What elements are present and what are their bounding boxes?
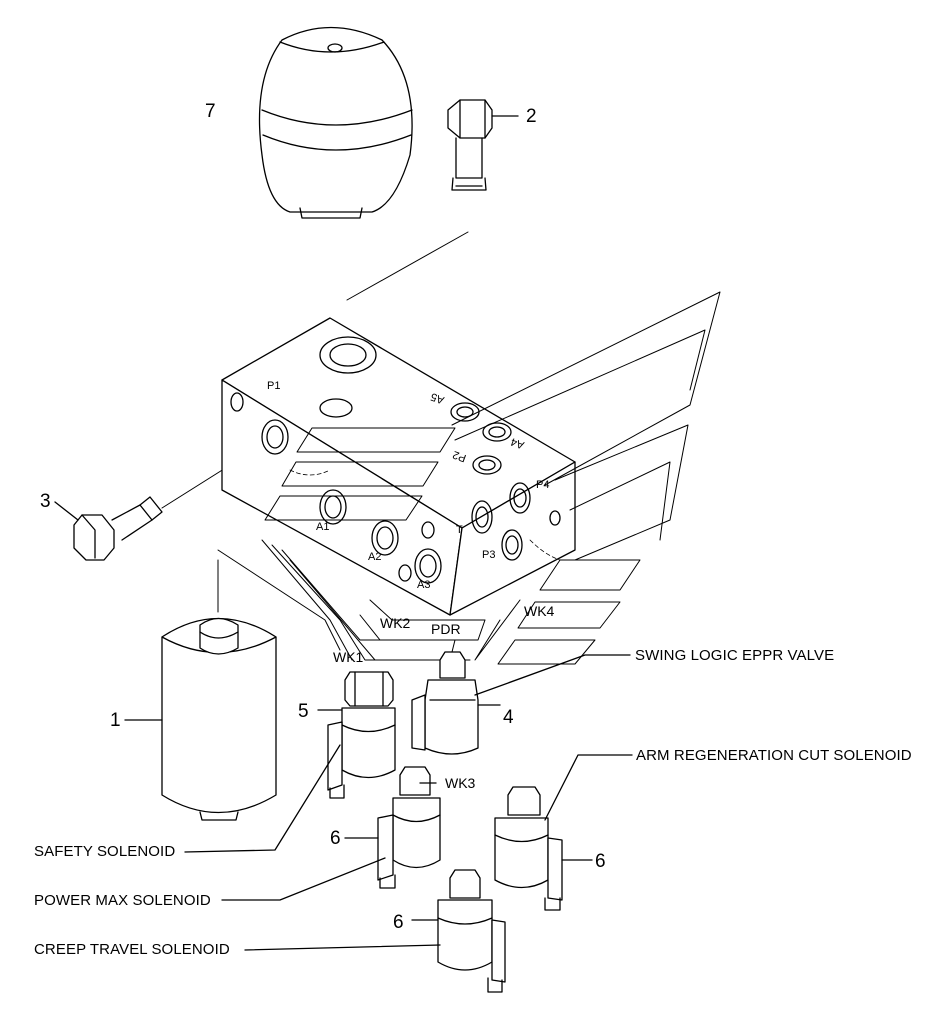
solenoid-part-6-right [494, 754, 633, 911]
solenoid-part-6-middle [221, 766, 441, 901]
callout-part-3: 3 [40, 491, 51, 512]
plug-part-2 [447, 99, 519, 191]
callout-part-2: 2 [526, 106, 537, 127]
slot-label-wk1: WK1 [333, 649, 364, 665]
callout-part-6-right: 6 [595, 851, 606, 872]
label-safety-solenoid: SAFETY SOLENOID [34, 843, 176, 860]
accumulator-part-7 [258, 26, 413, 219]
slot-label-wk4: WK4 [524, 603, 555, 619]
canister-part-1 [124, 559, 277, 821]
label-arm-regeneration-cut-solenoid: ARM REGENERATION CUT SOLENOID [636, 747, 912, 764]
callout-part-6-bottom: 6 [393, 912, 404, 933]
solenoid-part-6-bottom [244, 869, 506, 993]
port-label-p3: P3 [482, 549, 496, 561]
eppr-valve-part-4 [411, 651, 631, 755]
port-label-a1: A1 [316, 521, 330, 533]
port-label-p4: P4 [536, 479, 550, 491]
callout-part-1: 1 [110, 710, 121, 731]
port-label-p1: P1 [267, 380, 281, 392]
label-power-max-solenoid: POWER MAX SOLENOID [34, 892, 211, 909]
callout-part-4: 4 [503, 707, 514, 728]
callout-part-7: 7 [205, 101, 216, 122]
label-swing-logic-eppr-valve: SWING LOGIC EPPR VALVE [635, 647, 835, 664]
slot-label-wk3: WK3 [445, 775, 476, 791]
label-creep-travel-solenoid: CREEP TRAVEL SOLENOID [34, 941, 230, 958]
slot-label-wk2: WK2 [380, 615, 411, 631]
port-label-a2: A2 [368, 551, 382, 563]
valve-block [221, 317, 576, 616]
slot-label-pdr: PDR [431, 621, 461, 637]
port-label-t: T [456, 524, 463, 536]
solenoid-slot-guides [217, 291, 721, 665]
solenoid-part-5 [184, 671, 396, 853]
callout-part-6-middle: 6 [330, 828, 341, 849]
callout-part-5: 5 [298, 701, 309, 722]
port-label-a3: A3 [417, 579, 431, 591]
